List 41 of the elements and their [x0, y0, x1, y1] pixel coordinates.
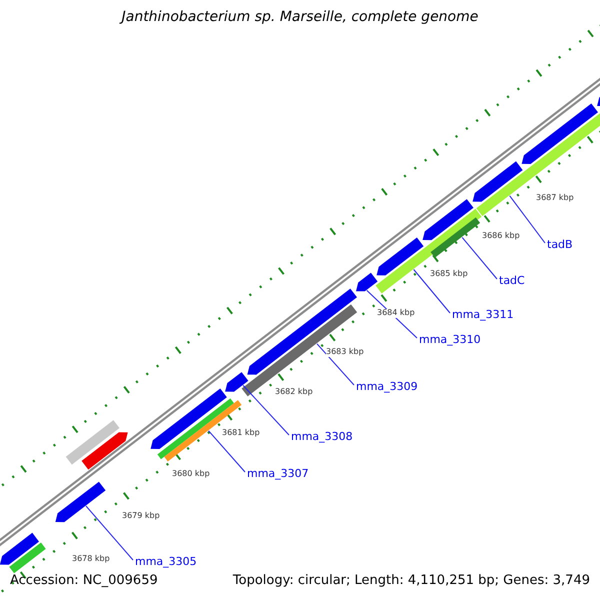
gene-bar — [66, 420, 120, 465]
leader-line — [86, 506, 134, 560]
gene-label: tadB — [547, 239, 573, 252]
title: Janthinobacterium sp. Marseille, complete genome — [118, 10, 480, 26]
gene-label: mma_3305 — [135, 556, 197, 568]
scale-label: 3680 kbp — [172, 470, 210, 479]
scale-label: 3685 kbp — [430, 270, 468, 279]
scale-label: 3683 kbp — [326, 348, 364, 357]
leader-line — [509, 195, 546, 244]
gene-label: mma_3307 — [247, 468, 309, 480]
scale-label: 3681 kbp — [222, 429, 260, 438]
gene-label: mma_3310 — [419, 334, 481, 346]
scale-label: 3686 kbp — [482, 232, 520, 241]
gene-bar — [476, 112, 600, 216]
leader-line — [462, 236, 498, 280]
gene-label: tadC — [499, 275, 525, 288]
scale-label: 3684 kbp — [377, 309, 415, 318]
gene-feature — [82, 432, 128, 470]
gene-bar — [164, 400, 242, 462]
accession-text: Accession: NC_009659 — [10, 574, 158, 588]
gene-feature — [376, 238, 424, 276]
scale-label: 3682 kbp — [275, 388, 313, 397]
scale-label: 3678 kbp — [72, 555, 110, 564]
leader-line — [242, 384, 290, 436]
gene-bar — [430, 217, 480, 258]
gene-label: mma_3309 — [356, 381, 418, 394]
gene-feature — [522, 104, 598, 164]
scale-label: 3679 kbp — [122, 512, 160, 521]
leader-line — [316, 343, 354, 386]
gene-feature — [55, 482, 106, 522]
genome-summary: Topology: circular; Length: 4,110,251 bp; Genes: 3,749 — [232, 574, 590, 588]
gene-label: mma_3311 — [452, 309, 514, 322]
gene-feature — [472, 161, 523, 202]
gene-feature — [356, 272, 378, 292]
gene-label: mma_3308 — [291, 431, 353, 444]
gene-bar — [9, 542, 46, 574]
gene-feature — [0, 532, 39, 565]
gene-feature — [225, 372, 248, 392]
gene-feature — [422, 199, 474, 240]
leader-line — [208, 430, 246, 472]
scale-label: 3687 kbp — [536, 194, 574, 203]
